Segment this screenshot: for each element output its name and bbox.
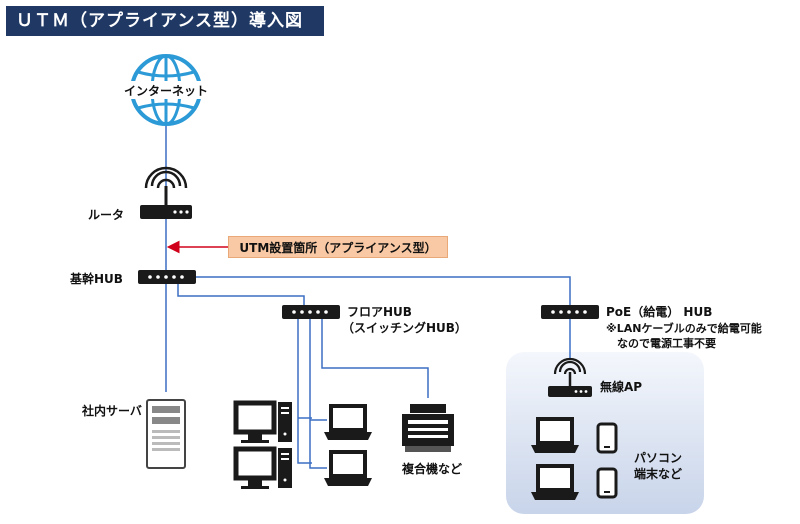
smartphone-icon-2 bbox=[596, 467, 618, 499]
floor-hub-sublabel: （スイッチングHUB） bbox=[342, 321, 467, 335]
smartphone-icon-1 bbox=[596, 422, 618, 454]
line-floor-to-pc2 bbox=[297, 318, 312, 464]
desktop-pc-icon-2 bbox=[233, 446, 292, 489]
hub-icon-floor bbox=[282, 305, 340, 319]
hub-icon-poe bbox=[541, 305, 599, 319]
core-hub-label: 基幹HUB bbox=[70, 272, 123, 286]
wireless-ap-label: 無線AP bbox=[600, 380, 643, 394]
laptop-icon-2 bbox=[324, 450, 372, 486]
router-label: ルータ bbox=[88, 208, 125, 222]
pc-label-line2: 端末など bbox=[634, 467, 683, 481]
server-icon bbox=[146, 399, 186, 469]
globe-icon bbox=[124, 54, 208, 126]
server-label: 社内サーバ bbox=[82, 404, 142, 418]
desktop-pc-icon-1 bbox=[233, 400, 292, 443]
line-floor-to-laptop2 bbox=[309, 318, 327, 469]
poe-note-line1: ※LANケーブルのみで給電可能 bbox=[606, 322, 762, 335]
floor-hub-label: フロアHUB bbox=[347, 305, 412, 319]
connection-lines bbox=[165, 124, 571, 469]
page-title: ＵＴＭ（アプライアンス型）導入図 bbox=[6, 6, 324, 36]
line-core-to-poe bbox=[196, 276, 571, 307]
laptop-icon-1 bbox=[324, 404, 372, 440]
laptop-icon-4 bbox=[531, 464, 579, 500]
mfp-label: 複合機など bbox=[402, 462, 463, 476]
pc-label-line1: パソコン bbox=[634, 451, 683, 465]
poe-hub-label: PoE（給電） HUB bbox=[606, 305, 713, 319]
wireless-ap-icon bbox=[548, 357, 592, 397]
printer-icon bbox=[402, 404, 454, 452]
utm-location-label: UTM設置箇所（アプライアンス型） bbox=[228, 236, 448, 258]
laptop-icon-3 bbox=[531, 417, 579, 453]
line-core-to-floor bbox=[177, 284, 305, 307]
poe-note-line2: なので電源工事不要 bbox=[617, 337, 716, 350]
hub-icon-core bbox=[138, 270, 196, 284]
router-icon bbox=[140, 166, 192, 219]
line-floor-to-mfp bbox=[321, 318, 429, 398]
internet-label: インターネット bbox=[124, 84, 209, 98]
